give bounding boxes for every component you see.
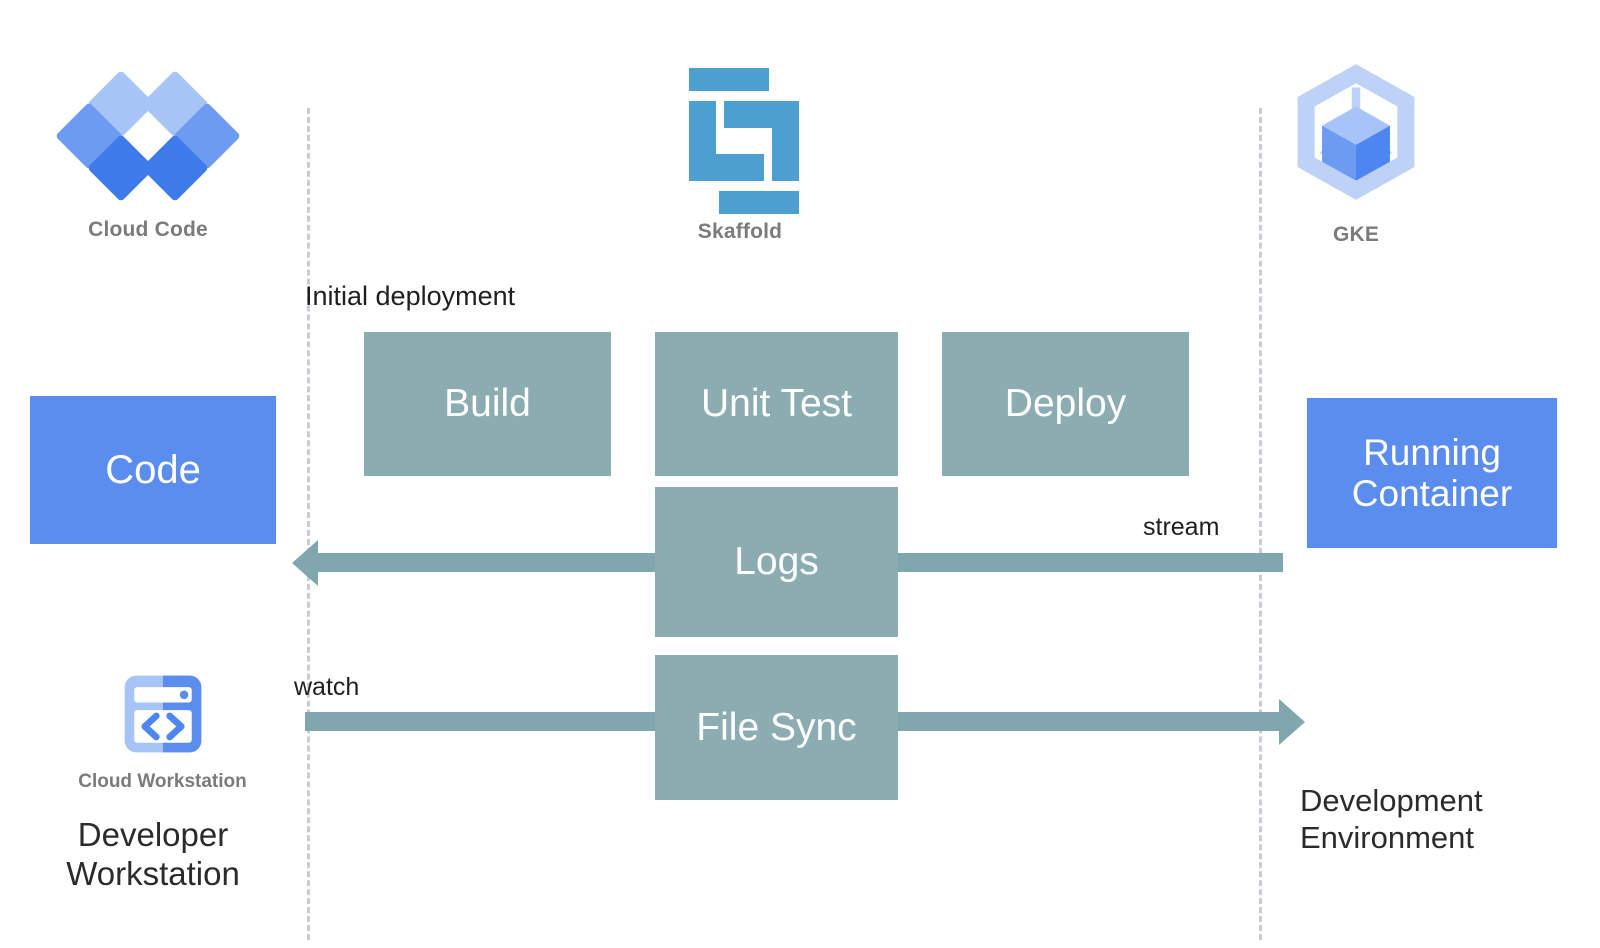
- zone-divider-left: [307, 108, 310, 940]
- logo-cloud-code-caption: Cloud Code: [88, 218, 208, 241]
- box-running-container-label: Running Container: [1351, 431, 1513, 514]
- cloud-workstation-code-window-icon: [124, 675, 201, 753]
- cloud-code-diamonds-icon: [55, 70, 241, 202]
- zone-label-developer-workstation: Developer Workstation: [66, 816, 240, 892]
- file-sync-arrow-head-right-icon: [1279, 699, 1305, 745]
- zone-divider-right: [1259, 108, 1262, 940]
- box-file-sync: File Sync: [655, 655, 898, 800]
- skaffold-s-mark-icon: [681, 68, 799, 214]
- logo-cloud-workstation-caption: Cloud Workstation: [78, 771, 247, 792]
- logo-gke: GKE: [1291, 62, 1421, 247]
- annotation-watch: watch: [294, 673, 360, 701]
- annotation-stream: stream: [1143, 513, 1220, 541]
- box-code: Code: [30, 396, 276, 544]
- box-deploy: Deploy: [942, 332, 1189, 476]
- box-running-container: Running Container: [1307, 398, 1557, 548]
- gke-hexagon-cube-icon: [1297, 64, 1415, 200]
- annotation-initial-deployment: Initial deployment: [305, 281, 516, 311]
- logo-cloud-code: Cloud Code: [55, 70, 241, 242]
- logo-skaffold-caption: Skaffold: [697, 220, 783, 243]
- box-unit-test: Unit Test: [655, 332, 898, 476]
- logo-cloud-workstation: Cloud Workstation: [60, 668, 265, 793]
- logo-skaffold: Skaffold: [680, 68, 800, 244]
- logs-arrow-head-left-icon: [292, 540, 318, 586]
- box-logs: Logs: [655, 487, 898, 637]
- box-build: Build: [364, 332, 611, 476]
- logo-gke-caption: GKE: [1332, 223, 1380, 246]
- zone-label-development-environment: Development Environment: [1300, 783, 1483, 855]
